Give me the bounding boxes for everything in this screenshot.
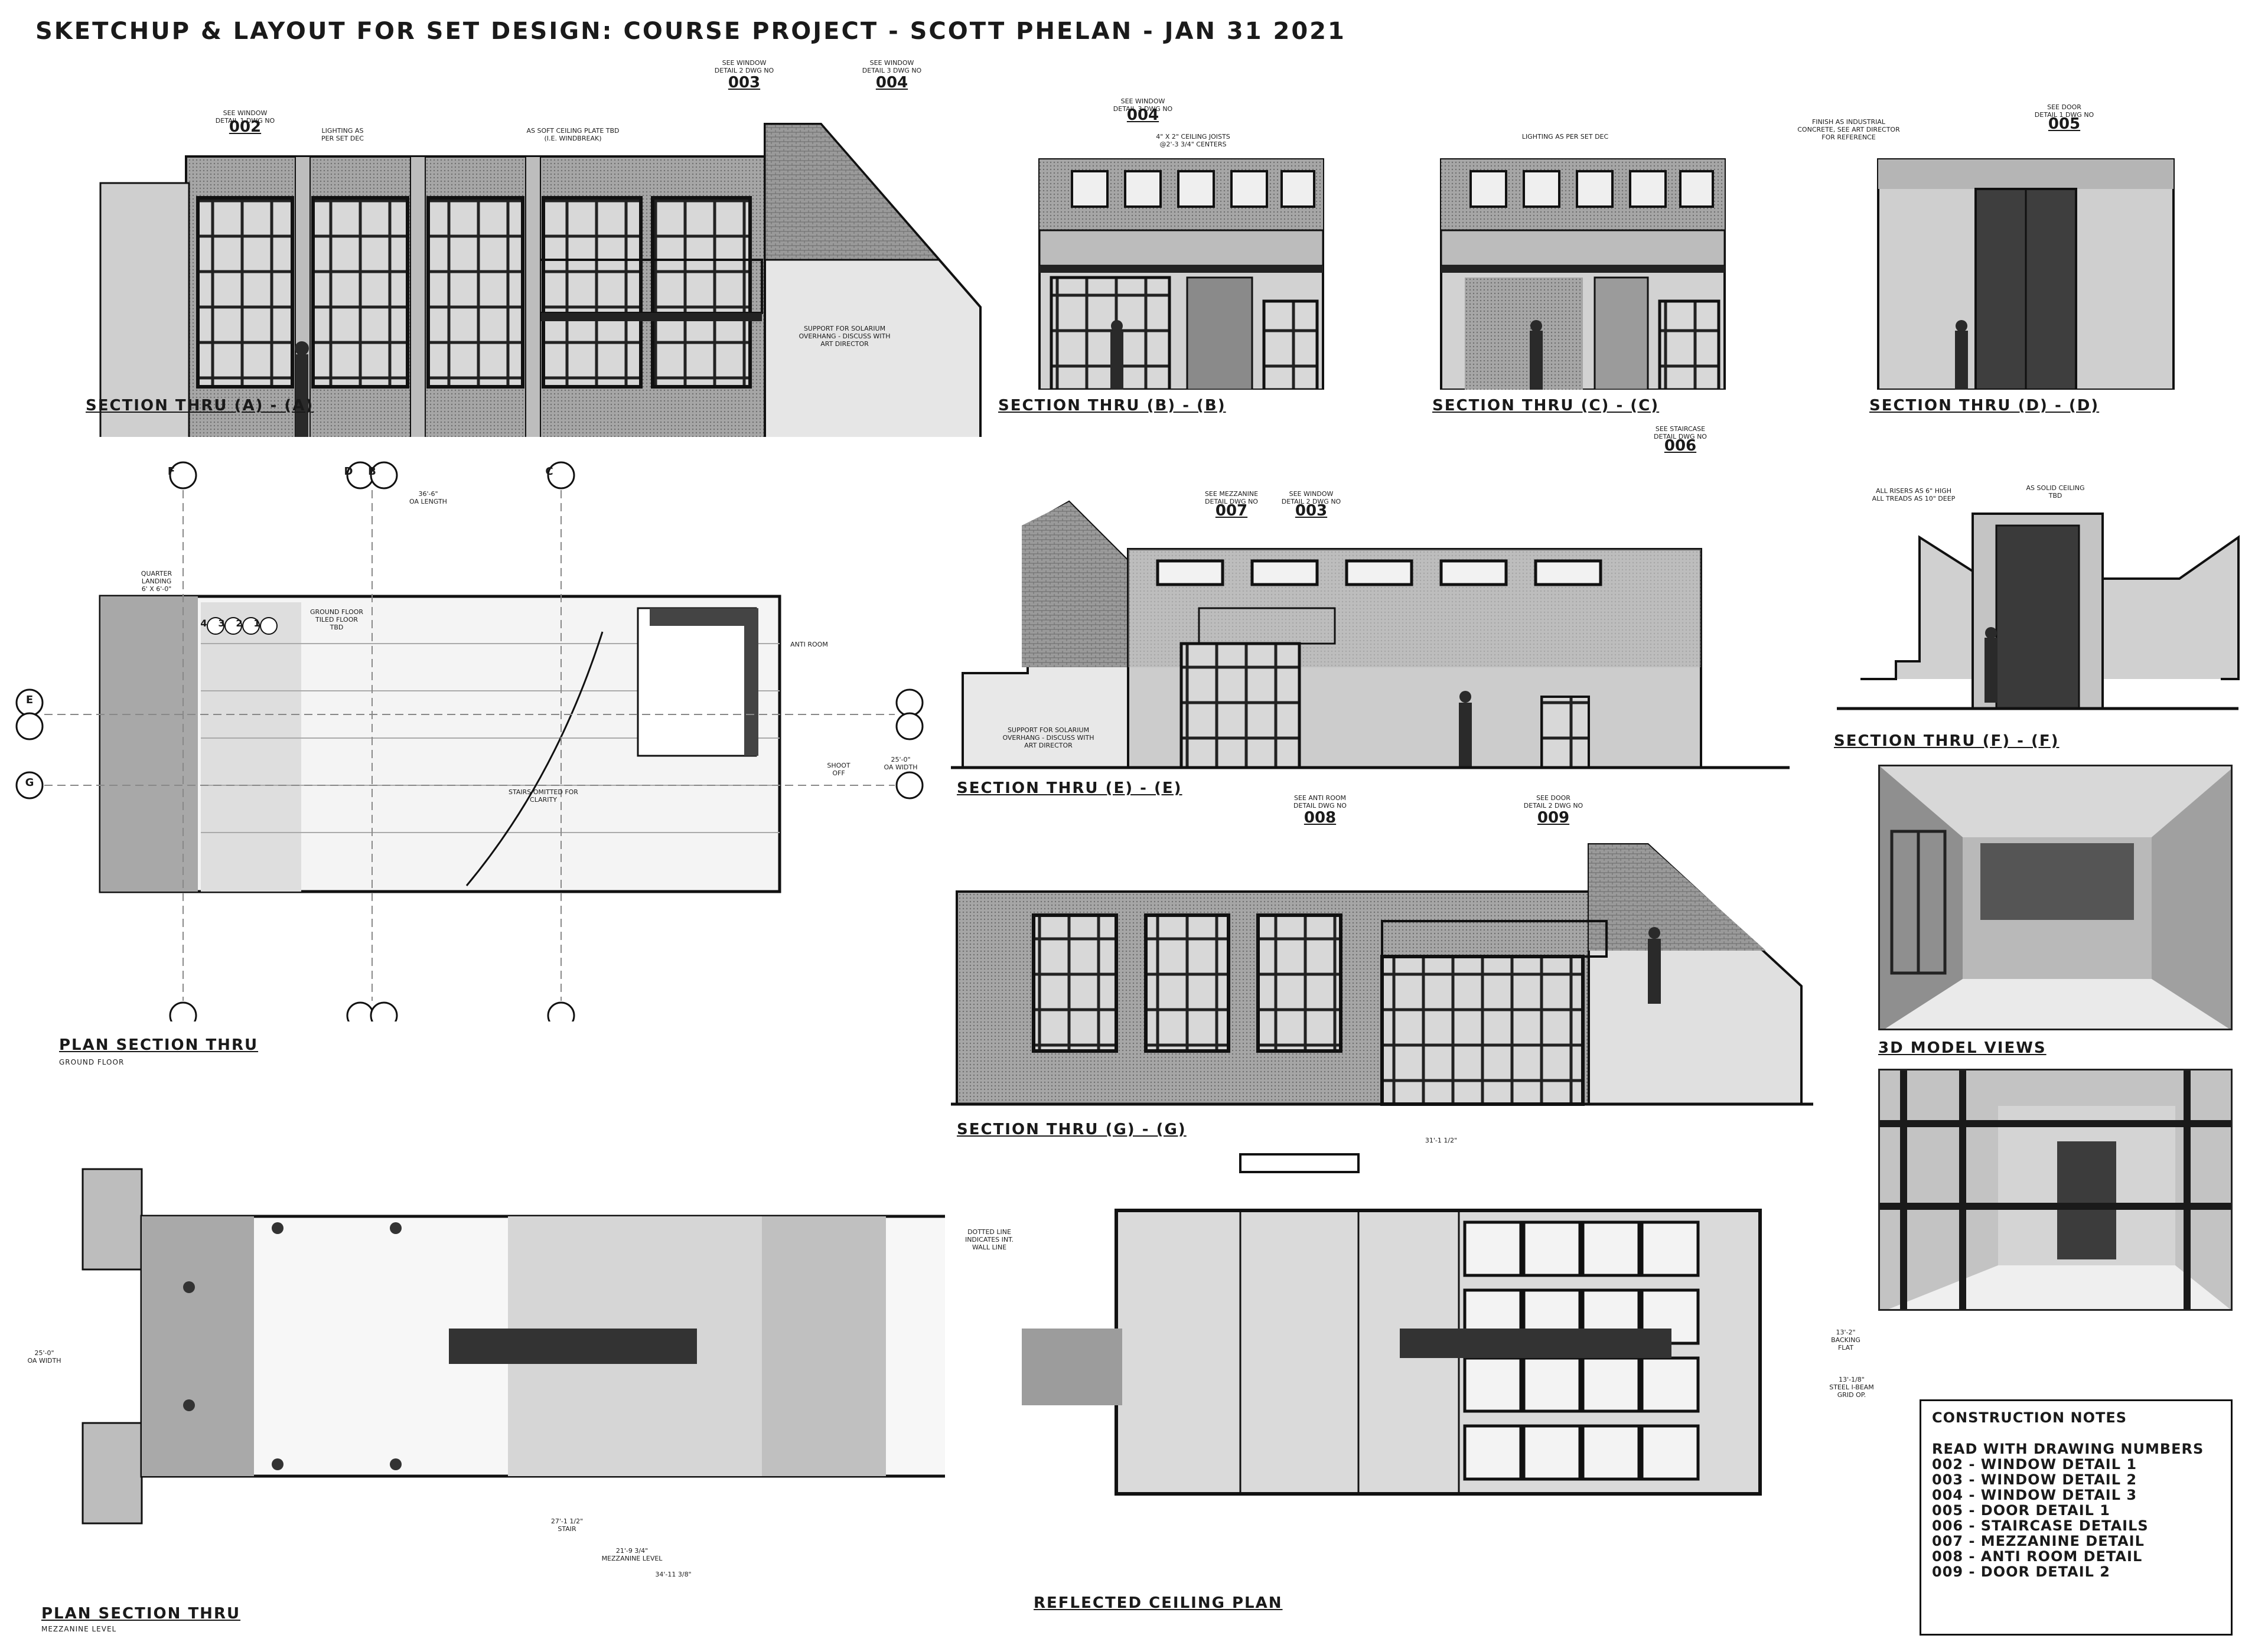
solarium-support-ee-note: SUPPORT FOR SOLARIUM OVERHANG - DISCUSS … bbox=[1002, 726, 1094, 749]
grid-marker-g: G bbox=[25, 776, 34, 789]
detail-tag-007-number: 007 bbox=[1215, 502, 1248, 520]
detail-tag-002-number: 002 bbox=[229, 118, 262, 136]
grid-marker-c: C bbox=[545, 465, 553, 478]
detail-tag-004a: SEE WINDOW DETAIL 3 DWG NO bbox=[862, 59, 922, 74]
detail-tag-003a: SEE WINDOW DETAIL 2 DWG NO bbox=[714, 59, 774, 74]
lighting-cc-note: LIGHTING AS PER SET DEC bbox=[1521, 133, 1609, 141]
construction-notes-box: CONSTRUCTION NOTES READ WITH DRAWING NUM… bbox=[1920, 1399, 2233, 1636]
construction-note-line: 002 - WINDOW DETAIL 1 bbox=[1932, 1456, 2137, 1473]
construction-note-line: 007 - MEZZANINE DETAIL bbox=[1932, 1533, 2145, 1549]
construction-note-line: 008 - ANTI ROOM DETAIL bbox=[1932, 1548, 2143, 1565]
detail-tag-009-number: 009 bbox=[1537, 809, 1570, 827]
lighting-aa-note: LIGHTING AS PER SET DEC bbox=[321, 127, 364, 142]
plan-mezz-sublabel: MEZZANINE LEVEL bbox=[41, 1625, 117, 1633]
section-dd-label: SECTION THRU (D) - (D) bbox=[1869, 397, 2100, 414]
joists-bb-note: 4" X 2" CEILING JOISTS @2'-3 3/4" CENTER… bbox=[1156, 133, 1230, 148]
shoot-off-note: SHOOT OFF bbox=[827, 762, 850, 777]
stair-number-2: 2 bbox=[236, 618, 243, 629]
section-dd-drawing bbox=[1866, 154, 2185, 390]
sheet-title: SKETCHUP & LAYOUT FOR SET DESIGN: COURSE… bbox=[35, 18, 1346, 45]
construction-notes-title: CONSTRUCTION NOTES bbox=[1932, 1409, 2127, 1426]
section-cc-drawing bbox=[1429, 154, 1736, 390]
construction-note-line: 009 - DOOR DETAIL 2 bbox=[1932, 1564, 2111, 1580]
detail-tag-002: SEE WINDOW DETAIL 1 DWG NO bbox=[215, 109, 275, 125]
overall-length-dim: 36'-6" OA LENGTH bbox=[409, 490, 447, 505]
plan-ground-label: PLAN SECTION THRU bbox=[59, 1036, 259, 1054]
construction-note-line: 004 - WINDOW DETAIL 3 bbox=[1932, 1487, 2137, 1503]
quarter-landing-note: QUARTER LANDING 6' X 6'-0" bbox=[141, 570, 172, 593]
rcp-label: REFLECTED CEILING PLAN bbox=[1034, 1594, 1283, 1612]
rcp-length-dim: 31'-1 1/2" bbox=[1425, 1137, 1458, 1144]
section-aa-drawing bbox=[35, 59, 1010, 437]
rcp-drawing bbox=[1016, 1145, 1872, 1618]
grid-marker-f: F bbox=[167, 465, 175, 478]
detail-tag-009: SEE DOOR DETAIL 2 DWG NO bbox=[1523, 794, 1583, 810]
soft-ceiling-note: AS SOFT CEILING PLATE TBD (I.E. WINDBREA… bbox=[526, 127, 620, 142]
section-gg-drawing bbox=[951, 833, 1813, 1110]
section-ee-label: SECTION THRU (E) - (E) bbox=[957, 779, 1182, 797]
risers-ff-note: ALL RISERS AS 6" HIGH ALL TREADS AS 10" … bbox=[1872, 487, 1956, 502]
mezz-length-dim: 34'-11 3/8" bbox=[655, 1571, 692, 1578]
stairs-omitted-note: STAIRS OMITTED FOR CLARITY bbox=[509, 788, 578, 804]
detail-tag-007: SEE MEZZANINE DETAIL DWG NO bbox=[1204, 490, 1259, 505]
model-view-1 bbox=[1878, 765, 2233, 1030]
plan-ground-sublabel: GROUND FLOOR bbox=[59, 1058, 125, 1066]
overall-width-mezz-dim: 25'-0" OA WIDTH bbox=[27, 1349, 61, 1365]
grid-marker-e: E bbox=[25, 694, 34, 706]
grid-marker-b: B bbox=[368, 465, 376, 478]
section-ff-drawing bbox=[1831, 502, 2244, 720]
model-view-2 bbox=[1878, 1069, 2233, 1311]
detail-tag-004b-number: 004 bbox=[1126, 106, 1159, 124]
construction-note-line: 003 - WINDOW DETAIL 2 bbox=[1932, 1471, 2137, 1488]
solid-ceiling-ff-note: AS SOLID CEILING TBD bbox=[2026, 484, 2085, 500]
section-ff-label: SECTION THRU (F) - (F) bbox=[1834, 732, 2060, 750]
detail-tag-006-number: 006 bbox=[1664, 437, 1697, 455]
overall-width-dim: 25'-0" OA WIDTH bbox=[884, 756, 918, 771]
stair-number-4: 4 bbox=[200, 618, 207, 629]
section-ee-drawing bbox=[951, 490, 1790, 773]
backing-flat-dim: 13'-2" BACKING FLAT bbox=[1831, 1329, 1860, 1352]
section-cc-label: SECTION THRU (C) - (C) bbox=[1432, 397, 1660, 414]
construction-note-line: READ WITH DRAWING NUMBERS bbox=[1932, 1441, 2204, 1457]
ground-floor-note: GROUND FLOOR TILED FLOOR TBD bbox=[309, 608, 364, 631]
detail-tag-005-number: 005 bbox=[2048, 115, 2081, 133]
detail-tag-006: SEE STAIRCASE DETAIL DWG NO bbox=[1654, 425, 1707, 440]
detail-tag-003b-number: 003 bbox=[1295, 502, 1328, 520]
detail-tag-004a-number: 004 bbox=[875, 74, 908, 92]
steel-grid-dim: 13'-1/8" STEEL I-BEAM GRID OP. bbox=[1829, 1376, 1874, 1399]
anti-room-note: ANTI ROOM bbox=[790, 641, 828, 648]
solarium-support-aa-note: SUPPORT FOR SOLARIUM OVERHANG - DISCUSS … bbox=[799, 325, 891, 348]
model-views-label: 3D MODEL VIEWS bbox=[1878, 1039, 2047, 1057]
detail-tag-008-number: 008 bbox=[1304, 809, 1337, 827]
stair-dim: 27'-1 1/2" STAIR bbox=[550, 1517, 584, 1533]
plan-mezz-drawing bbox=[35, 1140, 945, 1588]
dotted-line-note: DOTTED LINE INDICATES INT. WALL LINE bbox=[964, 1228, 1014, 1251]
construction-note-line: 005 - DOOR DETAIL 1 bbox=[1932, 1502, 2111, 1519]
concrete-dd-note: FINISH AS INDUSTRIAL CONCRETE, SEE ART D… bbox=[1797, 118, 1900, 141]
section-bb-drawing bbox=[1028, 154, 1335, 390]
section-bb-label: SECTION THRU (B) - (B) bbox=[998, 397, 1226, 414]
construction-note-line: 006 - STAIRCASE DETAILS bbox=[1932, 1517, 2149, 1534]
detail-tag-003b: SEE WINDOW DETAIL 2 DWG NO bbox=[1281, 490, 1341, 505]
grid-marker-d: D bbox=[344, 465, 353, 478]
plan-ground-drawing bbox=[12, 455, 933, 1021]
detail-tag-003a-number: 003 bbox=[728, 74, 761, 92]
mezz-level-dim: 21'-9 3/4" MEZZANINE LEVEL bbox=[601, 1547, 663, 1562]
stair-number-1: 1 bbox=[253, 618, 260, 629]
plan-mezz-label: PLAN SECTION THRU bbox=[41, 1605, 241, 1623]
section-gg-label: SECTION THRU (G) - (G) bbox=[957, 1121, 1187, 1138]
stair-number-3: 3 bbox=[218, 618, 225, 629]
detail-tag-004b: SEE WINDOW DETAIL 3 DWG NO bbox=[1113, 97, 1173, 113]
section-aa-label: SECTION THRU (A) - (A) bbox=[86, 397, 314, 414]
detail-tag-008: SEE ANTI ROOM DETAIL DWG NO bbox=[1293, 794, 1347, 810]
detail-tag-005: SEE DOOR DETAIL 1 DWG NO bbox=[2034, 103, 2094, 119]
